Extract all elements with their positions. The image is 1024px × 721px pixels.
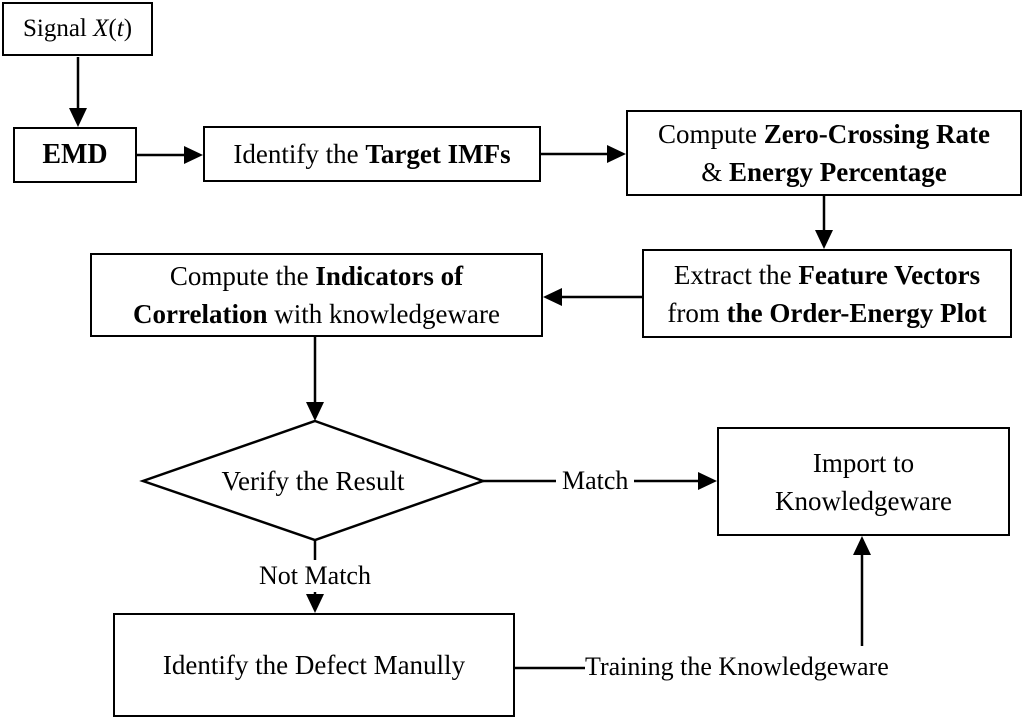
node-extract-feature-vectors-line2: from the Order-Energy Plot [667,297,987,328]
node-compute-indicators-line1: Compute the Indicators of [169,261,464,291]
node-identify-target-imfs: Identify the Target IMFs [203,126,541,182]
node-emd: EMD [13,127,137,183]
node-import-knowledgeware: Import to Knowledgeware [717,427,1010,536]
node-compute-zero-crossing-line1: Compute Zero-Crossing Rate [658,119,990,149]
node-compute-indicators-line2: Correlation with knowledgeware [133,299,500,329]
edge-label-training: Training the Knowledgeware [585,652,889,681]
node-compute-zero-crossing-line2: & Energy Percentage [701,157,947,187]
node-import-knowledgeware-line1: Import to [812,447,915,478]
node-signal: Signal X(t) [2,2,153,56]
node-compute-indicators: Compute the Indicators of Correlation wi… [90,253,543,337]
node-extract-feature-vectors: Extract the Feature Vectors from the Ord… [642,249,1012,338]
arrow-emd-to-target-imfs [137,146,203,164]
node-verify-result: Verify the Result [163,455,463,507]
edge-label-match: Match [556,465,635,497]
node-import-knowledgeware-line2: Knowledgeware [775,485,952,516]
node-identify-defect-label: Identify the Defect Manully [162,650,466,680]
arrow-zero-crossing-to-feature-vectors [815,196,833,249]
arrow-signal-to-emd [69,57,87,127]
arrow-training-to-import [853,536,871,646]
edge-label-not-match: Not Match [240,560,390,592]
node-identify-target-imfs-label: Identify the Target IMFs [233,139,511,169]
node-compute-zero-crossing: Compute Zero-Crossing Rate & Energy Perc… [626,110,1022,196]
arrow-indicators-to-verify [306,337,324,421]
arrow-target-imfs-to-zero-crossing [541,145,626,163]
node-signal-label: Signal X(t) [22,15,133,42]
node-verify-result-label: Verify the Result [221,466,405,496]
node-identify-defect: Identify the Defect Manully [113,613,515,717]
node-emd-label: EMD [42,139,108,170]
arrow-feature-vectors-to-indicators [543,288,642,306]
node-extract-feature-vectors-line1: Extract the Feature Vectors [673,259,981,290]
